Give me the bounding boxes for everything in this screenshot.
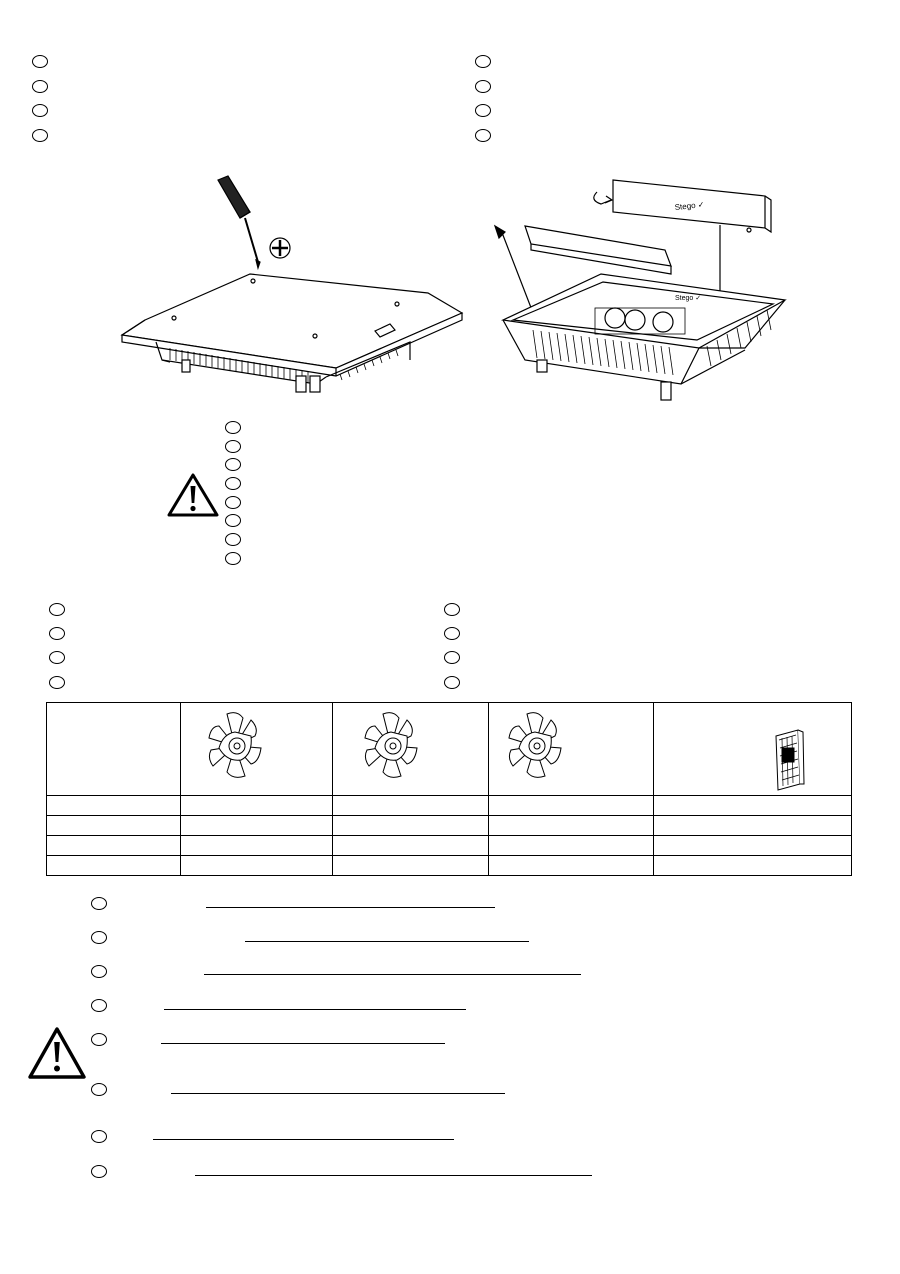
- lang-marker-bottom-3: [91, 965, 107, 978]
- fill-in-line: [161, 1043, 445, 1044]
- fill-in-line: [153, 1139, 454, 1140]
- parts-table-cell: [653, 795, 852, 816]
- lang-marker-bottom-6: [91, 1083, 107, 1096]
- fan-icon: [508, 712, 562, 778]
- lang-marker-bottom-4: [91, 999, 107, 1012]
- lang-marker-warning-7: [225, 533, 241, 546]
- parts-table-cell: [653, 835, 852, 856]
- lang-marker-middle-right-1: [444, 603, 460, 616]
- lang-marker-bottom-2: [91, 931, 107, 944]
- fill-in-line: [171, 1093, 505, 1094]
- parts-table-cell: [180, 815, 333, 836]
- fill-in-line: [245, 941, 529, 942]
- warning-triangle-icon: [167, 473, 219, 517]
- parts-table-header-cell: [180, 702, 333, 796]
- lang-marker-bottom-1: [91, 897, 107, 910]
- fan-icon: [208, 712, 262, 778]
- lang-marker-warning-4: [225, 477, 241, 490]
- parts-table-cell: [46, 855, 181, 876]
- lang-marker-middle-right-3: [444, 651, 460, 664]
- parts-table-cell: [46, 795, 181, 816]
- lang-marker-middle-right-2: [444, 627, 460, 640]
- parts-table-header-cell: [488, 702, 654, 796]
- lang-marker-bottom-5: [91, 1033, 107, 1046]
- parts-table-cell: [653, 815, 852, 836]
- fill-in-line: [164, 1009, 466, 1010]
- lang-marker-bottom-8: [91, 1165, 107, 1178]
- parts-table: [46, 702, 852, 876]
- fill-in-line: [195, 1175, 592, 1176]
- filter-mat-icon: [775, 729, 805, 791]
- closed-unit-illustration: [120, 175, 464, 393]
- parts-table-cell: [488, 835, 654, 856]
- parts-table-cell: [488, 855, 654, 876]
- parts-table-header-row: [46, 702, 852, 796]
- lang-marker-top-right-4: [475, 129, 491, 142]
- parts-table-cell: [332, 835, 489, 856]
- parts-table-row: [46, 815, 852, 836]
- parts-table-cell: [180, 795, 333, 816]
- parts-table-cell: [488, 795, 654, 816]
- parts-table-cell: [46, 835, 181, 856]
- screwdriver-icon: [217, 175, 261, 271]
- lang-marker-top-left-1: [32, 55, 48, 68]
- lang-marker-warning-3: [225, 458, 241, 471]
- lang-marker-top-right-3: [475, 104, 491, 117]
- parts-table-header-cell: [653, 702, 852, 796]
- lang-marker-top-left-2: [32, 80, 48, 93]
- lang-marker-middle-left-2: [49, 627, 65, 640]
- lang-marker-middle-left-3: [49, 651, 65, 664]
- filter-mat-icon: Stego ✓: [612, 179, 772, 234]
- lang-marker-warning-1: [225, 421, 241, 434]
- lang-marker-top-left-3: [32, 104, 48, 117]
- parts-table-row: [46, 855, 852, 876]
- lang-marker-warning-2: [225, 440, 241, 453]
- filter-label-inner: Stego ✓: [675, 295, 701, 302]
- parts-table-cell: [488, 815, 654, 836]
- warning-triangle-icon: [28, 1027, 86, 1079]
- lang-marker-middle-left-1: [49, 603, 65, 616]
- lang-marker-top-left-4: [32, 129, 48, 142]
- lang-marker-warning-6: [225, 514, 241, 527]
- lang-marker-middle-right-4: [444, 676, 460, 689]
- parts-table-cell: [46, 815, 181, 836]
- parts-table-cell: [332, 795, 489, 816]
- lang-marker-bottom-7: [91, 1130, 107, 1143]
- parts-table-cell: [180, 835, 333, 856]
- open-unit-illustration: Stego ✓ Stego ✓: [493, 179, 787, 401]
- lang-marker-warning-8: [225, 552, 241, 565]
- parts-table-cell: [332, 815, 489, 836]
- lang-marker-top-right-1: [475, 55, 491, 68]
- fan-icon: [364, 712, 418, 778]
- parts-table-cell: [653, 855, 852, 876]
- lang-marker-middle-left-4: [49, 676, 65, 689]
- fill-in-line: [206, 907, 495, 908]
- parts-table-header-cell: [46, 702, 181, 796]
- parts-table-header-cell: [332, 702, 489, 796]
- parts-table-row: [46, 835, 852, 856]
- filter-label-top: Stego ✓: [674, 200, 705, 212]
- parts-table-cell: [332, 855, 489, 876]
- lang-marker-top-right-2: [475, 80, 491, 93]
- parts-table-row: [46, 795, 852, 816]
- phillips-head-icon: [269, 237, 291, 259]
- parts-table-cell: [180, 855, 333, 876]
- fill-in-line: [204, 974, 581, 975]
- lang-marker-warning-5: [225, 496, 241, 509]
